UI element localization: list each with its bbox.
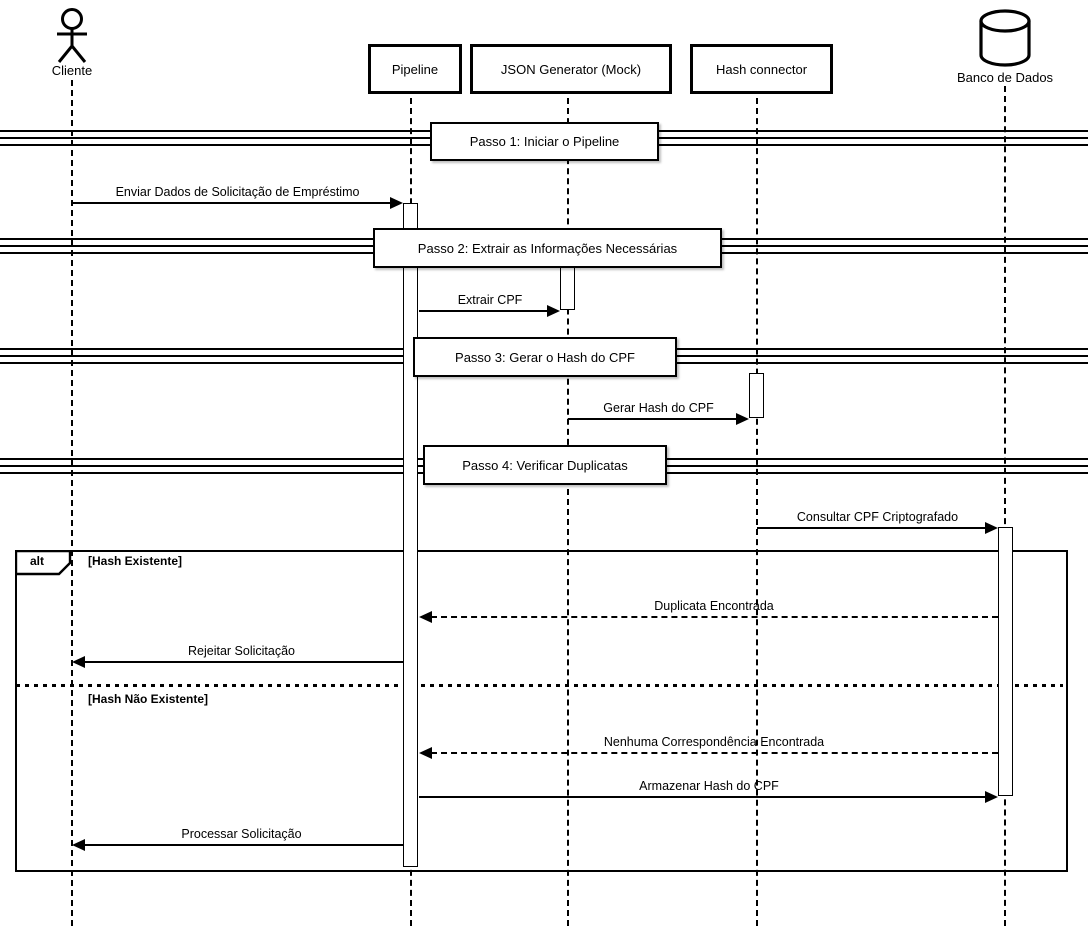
alt-frame (15, 550, 1068, 872)
activation-hash-connector (749, 373, 764, 418)
alt-operator-label: alt (30, 554, 45, 568)
message-label-enviar-dados: Enviar Dados de Solicitação de Empréstim… (115, 185, 360, 199)
alt-frame-tab (15, 550, 72, 576)
alt-divider (16, 684, 1063, 687)
step-label-passo1: Passo 1: Iniciar o Pipeline (469, 134, 620, 149)
lifeline-banco (1004, 86, 1006, 926)
participant-label-pipeline: Pipeline (391, 61, 439, 77)
activation-pipeline (403, 203, 418, 867)
message-line-gerar-hash (568, 418, 737, 420)
step-box-passo4: Passo 4: Verificar Duplicatas (423, 445, 667, 485)
arrow-head-icon (736, 413, 749, 425)
alt-guard-hash-existente: [Hash Existente] (88, 554, 183, 568)
participant-hash-connector: Hash connector (690, 44, 833, 94)
step-label-passo4: Passo 4: Verificar Duplicatas (462, 457, 628, 473)
message-label-armazenar: Armazenar Hash do CPF (639, 779, 779, 793)
arrow-head-icon (72, 656, 85, 668)
message-line-rejeitar (85, 661, 403, 663)
participant-label-hash-connector: Hash connector (715, 61, 808, 77)
message-label-rejeitar: Rejeitar Solicitação (188, 644, 295, 658)
message-label-extrair-cpf: Extrair CPF (457, 293, 523, 307)
participant-label-json-generator: JSON Generator (Mock) (500, 61, 642, 77)
participant-label-cliente: Cliente (51, 63, 93, 78)
activation-json-generator (560, 267, 575, 310)
message-label-gerar-hash: Gerar Hash do CPF (603, 401, 714, 415)
arrow-head-icon (72, 839, 85, 851)
message-label-duplicata: Duplicata Encontrada (654, 599, 774, 613)
arrow-head-icon (985, 791, 998, 803)
alt-guard-hash-nao-existente: [Hash Não Existente] (88, 692, 209, 706)
arrow-head-icon (419, 611, 432, 623)
participant-label-banco: Banco de Dados (956, 70, 1054, 85)
step-box-passo2: Passo 2: Extrair as Informações Necessár… (373, 228, 722, 268)
message-line-nenhuma (431, 752, 998, 754)
participant-pipeline: Pipeline (368, 44, 462, 94)
message-line-duplicata (431, 616, 998, 618)
message-line-consultar-cpf (757, 527, 986, 529)
activation-banco (998, 527, 1013, 796)
step-label-passo2: Passo 2: Extrair as Informações Necessár… (417, 240, 678, 256)
message-label-processar: Processar Solicitação (181, 827, 302, 841)
message-label-consultar-cpf: Consultar CPF Criptografado (796, 510, 959, 524)
participant-json-generator: JSON Generator (Mock) (470, 44, 672, 94)
lifeline-cliente (71, 80, 73, 926)
database-icon (979, 9, 1031, 67)
lifeline-hash-connector (756, 88, 758, 926)
arrow-head-icon (547, 305, 560, 317)
arrow-head-icon (985, 522, 998, 534)
message-line-armazenar (419, 796, 986, 798)
actor-icon (57, 8, 87, 63)
step-box-passo3: Passo 3: Gerar o Hash do CPF (413, 337, 677, 377)
arrow-head-icon (390, 197, 403, 209)
message-line-processar (85, 844, 403, 846)
step-label-passo3: Passo 3: Gerar o Hash do CPF (455, 349, 635, 365)
message-line-enviar-dados (72, 202, 392, 204)
message-label-nenhuma: Nenhuma Correspondência Encontrada (603, 735, 825, 749)
arrow-head-icon (419, 747, 432, 759)
lifeline-json-generator (567, 88, 569, 926)
message-line-extrair-cpf (419, 310, 548, 312)
step-box-passo1: Passo 1: Iniciar o Pipeline (430, 122, 659, 161)
